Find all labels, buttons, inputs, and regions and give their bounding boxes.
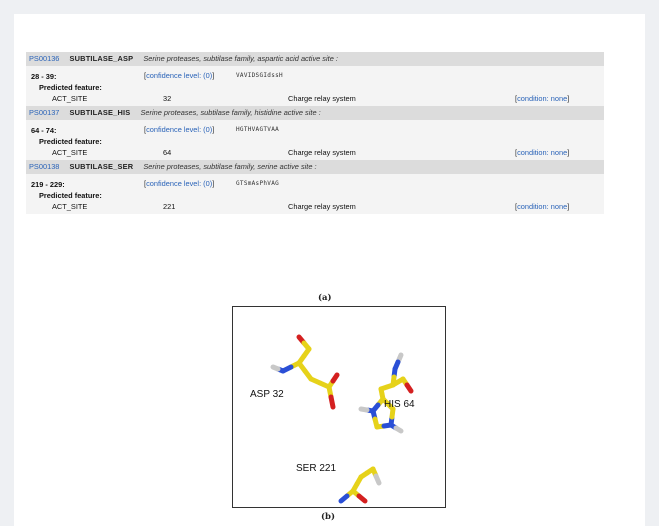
predicted-feature-label: Predicted feature: [39,137,102,146]
prosite-results-panel: PS00136 SUBTILASE_ASP Serine proteases, … [26,52,604,214]
ser-bond [373,473,382,486]
match-range: 64 - 74: [31,126,57,135]
entry-body: 64 - 74: [confidence level: (0)] HGTHVAG… [26,120,604,160]
caption-a: (a) [318,293,332,303]
feature-description: Charge relay system [288,202,356,211]
molecule-render [270,334,414,504]
entry-header: PS00136 SUBTILASE_ASP Serine proteases, … [26,52,604,66]
confidence-link[interactable]: [confidence level: (0)] [144,71,215,80]
confidence-text: confidence level: (0) [146,179,213,188]
condition-link[interactable]: [condition: none] [515,202,570,211]
predicted-feature-label: Predicted feature: [39,83,102,92]
confidence-link[interactable]: [confidence level: (0)] [144,125,215,134]
his-bond [395,376,406,385]
label-his64: HIS 64 [384,399,415,410]
confidence-text: confidence level: (0) [146,71,213,80]
figure-card: PS00136 SUBTILASE_ASP Serine proteases, … [14,14,645,526]
prosite-entry: PS00136 SUBTILASE_ASP Serine proteases, … [26,52,604,106]
predicted-feature-label: Predicted feature: [39,191,102,200]
pattern-description: Serine proteases, subtilase family, seri… [143,162,317,171]
accession-link[interactable]: PS00137 [29,108,60,117]
condition-text: condition: none [517,202,568,211]
accession-link[interactable]: PS00138 [29,162,60,171]
condition-text: condition: none [517,148,568,157]
prosite-entry: PS00137 SUBTILASE_HIS Serine proteases, … [26,106,604,160]
matched-sequence: VAVIDSGIdssH [236,72,283,79]
asp-bond [328,394,336,410]
condition-link[interactable]: [condition: none] [515,148,570,157]
his-bond [380,396,391,407]
confidence-text: confidence level: (0) [146,125,213,134]
pattern-name: SUBTILASE_SER [69,162,134,171]
condition-link[interactable]: [condition: none] [515,94,570,103]
entry-header: PS00137 SUBTILASE_HIS Serine proteases, … [26,106,604,120]
entry-body: 28 - 39: [confidence level: (0)] VAVIDSG… [26,66,604,106]
asp-bond [270,364,281,372]
match-range: 28 - 39: [31,72,57,81]
pattern-description: Serine proteases, subtilase family, hist… [140,108,321,117]
ser-bond [356,493,368,504]
matched-sequence: GTSmAsPhVAG [236,180,280,187]
feature-site: ACT_SITE [52,148,88,157]
feature-description: Charge relay system [288,148,356,157]
feature-position: 221 [163,202,176,211]
prosite-entry: PS00138 SUBTILASE_SER Serine proteases, … [26,160,604,214]
condition-text: condition: none [517,94,568,103]
match-range: 219 - 229: [31,180,65,189]
pattern-description: Serine proteases, subtilase family, aspa… [143,54,338,63]
label-ser221: SER 221 [296,463,337,474]
his-bond [404,382,414,394]
matched-sequence: HGTHVAGTVAA [236,126,280,133]
label-asp32: ASP 32 [250,389,284,400]
entry-header: PS00138 SUBTILASE_SER Serine proteases, … [26,160,604,174]
confidence-link[interactable]: [confidence level: (0)] [144,179,215,188]
pattern-name: SUBTILASE_HIS [69,108,131,117]
feature-position: 32 [163,94,172,103]
feature-site: ACT_SITE [52,94,88,103]
his-bond [393,425,404,434]
feature-site: ACT_SITE [52,202,88,211]
caption-b: (b) [321,512,335,522]
feature-position: 64 [163,148,172,157]
active-site-structure: ASP 32 HIS 64 SER 221 [232,306,446,508]
entry-body: 219 - 229: [confidence level: (0)] GTSmA… [26,174,604,214]
ser-bond [338,493,350,504]
his-bond [358,406,370,413]
accession-link[interactable]: PS00136 [29,54,60,63]
feature-description: Charge relay system [288,94,356,103]
asp-bond [330,372,340,384]
pattern-name: SUBTILASE_ASP [69,54,134,63]
